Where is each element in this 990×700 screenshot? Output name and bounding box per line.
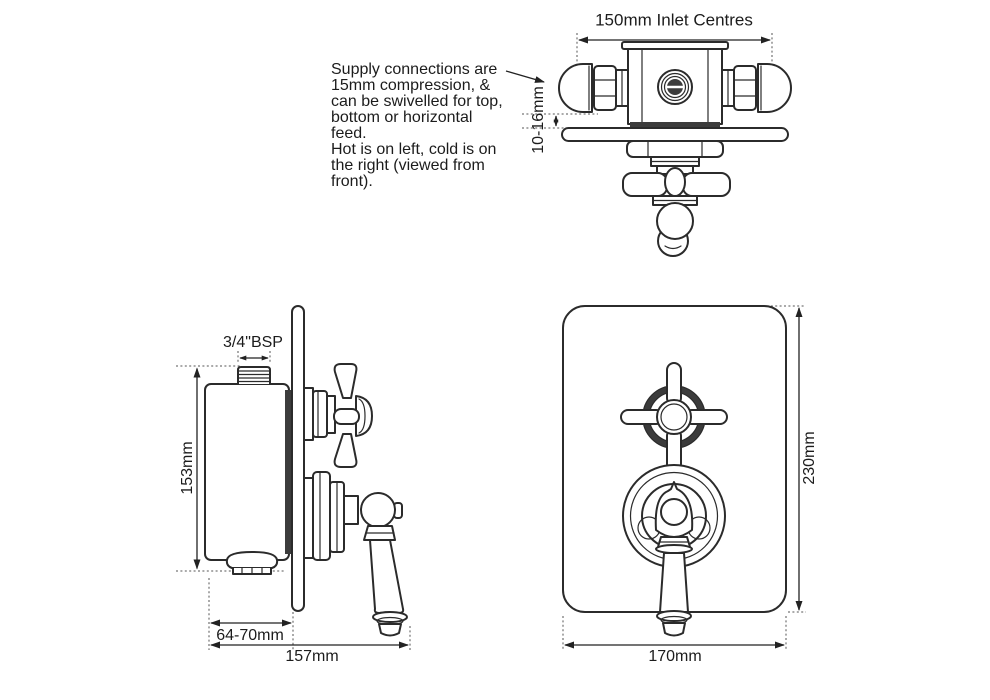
dim-inlet-centres-label: 150mm Inlet Centres [595,10,753,30]
dim-thread-label: 3/4"BSP [223,334,283,351]
top-view [505,33,792,257]
side-view [176,305,411,652]
dim-plate-width-label: 170mm [648,648,702,665]
supply-note: Supply connections are 15mm compression,… [331,61,503,190]
dim-valve-height-label: 153mm [179,441,196,495]
dim-total-depth-label: 157mm [285,648,339,665]
dim-plate-height-label: 230mm [801,431,818,485]
dim-gap-label: 10-16mm [530,86,547,154]
dim-wall-depth-label: 64-70mm [216,627,284,644]
note-leader-arrow [505,70,545,83]
front-view [562,305,806,650]
